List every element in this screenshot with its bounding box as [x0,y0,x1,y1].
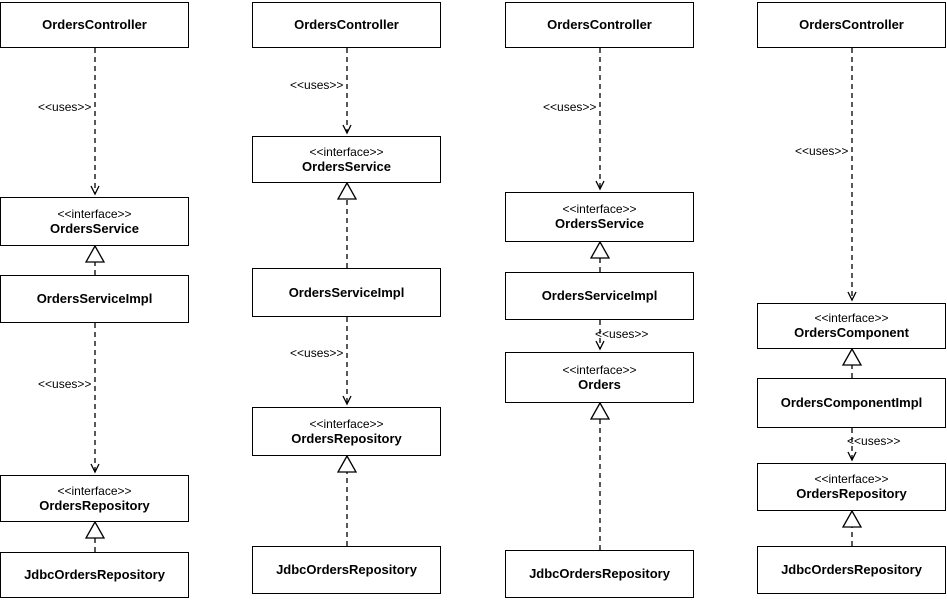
class-name: JdbcOrdersRepository [529,566,670,582]
class-name: OrdersController [294,17,399,33]
uses-label: <<uses>> [795,144,849,158]
interface-name: Orders [578,376,621,392]
orders-service-interface: <<interface>> OrdersService [505,192,694,242]
interface-name: OrdersRepository [291,430,402,446]
interface-stereotype: <<interface>> [57,206,132,221]
interface-name: OrdersService [555,216,644,232]
realization-triangle-icon [589,240,611,259]
orders-service-impl-class: OrdersServiceImpl [252,268,441,317]
realization-triangle-icon [589,401,611,420]
class-name: OrdersServiceImpl [288,284,405,300]
uses-label: <<uses>> [290,346,344,360]
jdbc-orders-repository-class: JdbcOrdersRepository [757,546,946,594]
interface-name: OrdersService [50,220,139,236]
interface-stereotype: <<interface>> [814,311,889,325]
uses-label: <<uses>> [543,100,597,114]
class-name: JdbcOrdersRepository [24,567,165,583]
uses-label: <<uses>> [38,100,92,114]
interface-stereotype: <<interface>> [814,472,889,486]
interface-name: OrdersRepository [796,486,907,502]
class-name: OrdersComponentImpl [780,395,923,411]
uses-label: <<uses>> [290,78,344,92]
class-name: OrdersServiceImpl [36,291,153,307]
orders-component-impl-class: OrdersComponentImpl [757,378,946,428]
orders-controller-class: OrdersController [0,2,189,48]
realization-triangle-icon [84,520,106,539]
uses-label: <<uses>> [38,377,92,391]
orders-service-interface: <<interface>> OrdersService [252,136,441,183]
orders-component-interface: <<interface>> OrdersComponent [757,303,946,349]
orders-interface: <<interface>> Orders [505,352,694,403]
interface-stereotype: <<interface>> [309,144,384,159]
realization-triangle-icon [841,347,863,366]
class-name: JdbcOrdersRepository [276,562,417,578]
orders-service-interface: <<interface>> OrdersService [0,197,189,246]
orders-controller-class: OrdersController [757,2,946,48]
orders-service-impl-class: OrdersServiceImpl [0,275,189,323]
class-name: OrdersController [42,17,147,33]
interface-stereotype: <<interface>> [562,362,637,377]
orders-controller-class: OrdersController [505,2,694,48]
uses-label: <<uses>> [595,327,649,341]
orders-controller-class: OrdersController [252,2,441,48]
class-name: OrdersController [799,17,904,33]
interface-stereotype: <<interface>> [309,416,384,431]
uses-label: <<uses>> [847,434,901,448]
class-name: JdbcOrdersRepository [781,562,922,578]
class-name: OrdersController [547,17,652,33]
interface-name: OrdersRepository [39,497,150,513]
interface-stereotype: <<interface>> [562,202,637,216]
realization-triangle-icon [841,509,863,528]
orders-repository-interface: <<interface>> OrdersRepository [0,475,189,522]
interface-name: OrdersService [302,158,391,174]
realization-triangle-icon [336,181,358,200]
jdbc-orders-repository-class: JdbcOrdersRepository [0,552,189,598]
interface-name: OrdersComponent [794,325,909,341]
orders-repository-interface: <<interface>> OrdersRepository [757,463,946,511]
orders-repository-interface: <<interface>> OrdersRepository [252,407,441,456]
realization-triangle-icon [84,244,106,263]
orders-service-impl-class: OrdersServiceImpl [505,272,694,320]
realization-triangle-icon [336,454,358,473]
class-name: OrdersServiceImpl [541,288,658,304]
jdbc-orders-repository-class: JdbcOrdersRepository [252,546,441,594]
interface-stereotype: <<interface>> [57,483,132,498]
jdbc-orders-repository-class: JdbcOrdersRepository [505,550,694,598]
